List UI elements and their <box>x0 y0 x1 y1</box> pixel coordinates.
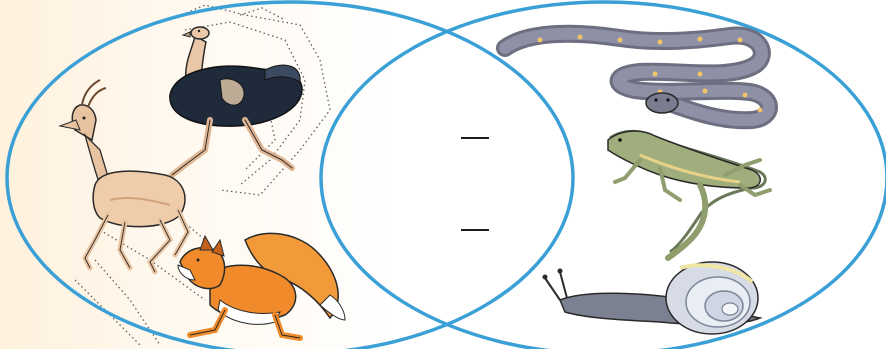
right-circle <box>319 0 886 349</box>
overlap-blank-line-2 <box>461 229 489 231</box>
gazelle-illustration <box>58 79 191 275</box>
fox-illustration <box>177 232 346 341</box>
lizard-illustration <box>607 130 772 261</box>
snake-illustration <box>496 24 778 130</box>
ostrich-illustration <box>169 26 303 178</box>
snail-illustration <box>542 261 763 335</box>
overlap-blank-line-1 <box>461 137 489 139</box>
left-circle <box>5 0 575 349</box>
